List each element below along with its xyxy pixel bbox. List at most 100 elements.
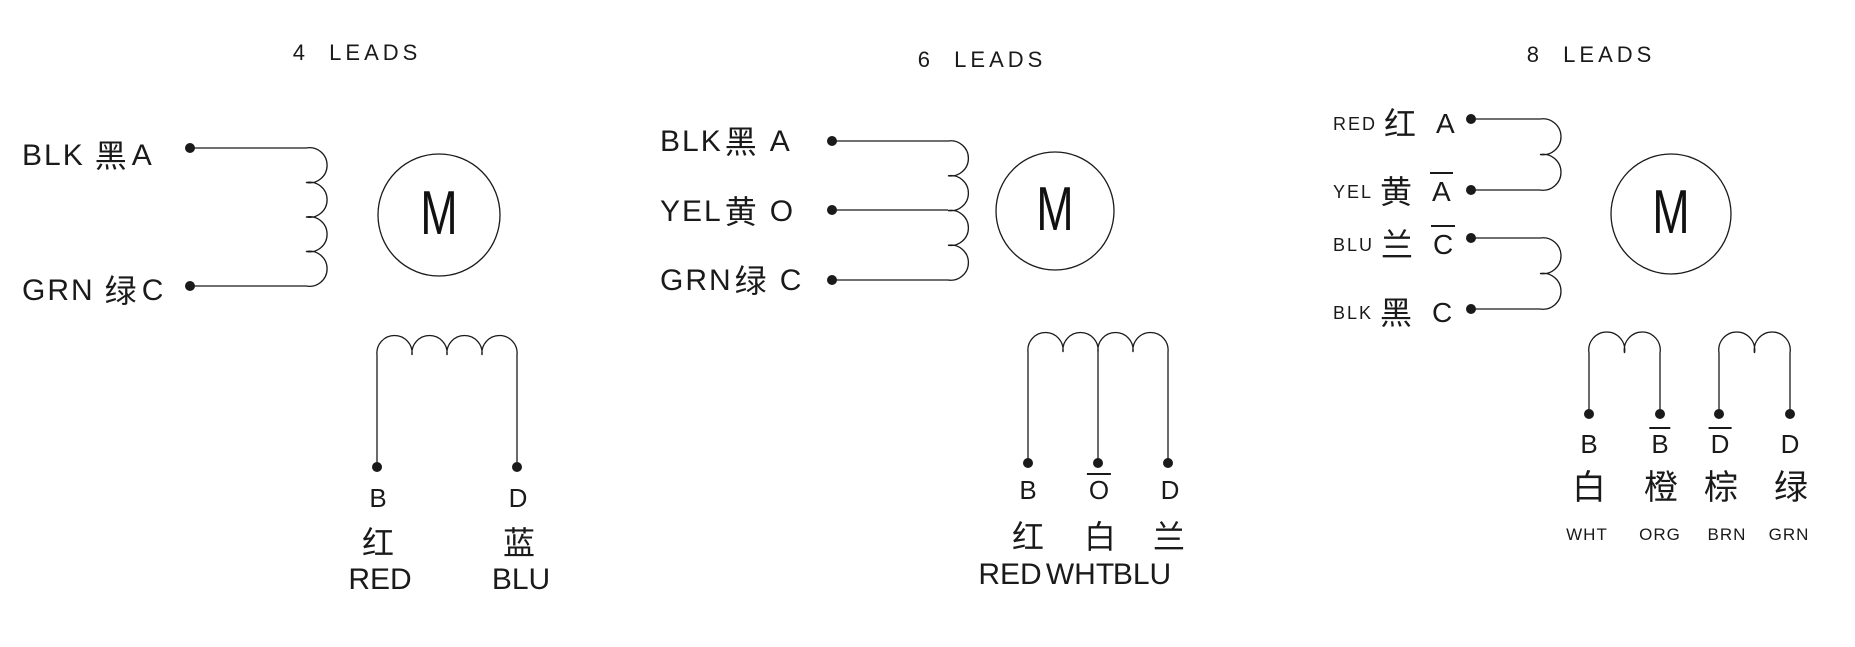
winding-coil-b-8leads [1588,331,1661,411]
lead-color-code: YEL [660,195,723,228]
terminal-dot [827,275,837,285]
diagram-title: 4 LEADS [292,40,422,65]
terminal-dot [1093,458,1103,468]
terminal-dot [185,281,195,291]
winding-coil-a-8leads [1471,118,1562,191]
lead-color-cn: 兰 [1381,227,1414,263]
terminal-letter: B [1649,427,1672,459]
lead-color-cn: 黄 [724,194,757,230]
terminal-dot [1466,114,1476,124]
terminal-letter: B [1580,429,1598,459]
terminal-dot [1163,458,1173,468]
lead-terminal: C [1432,297,1453,328]
terminal-color-code: BRN [1707,525,1747,544]
motor-circle-6leads [995,151,1115,271]
lead-color-code: BLU [1333,234,1375,255]
winding-coil-bd-4leads [376,334,518,463]
lead-terminal: C [779,264,802,297]
terminal-cn: 兰 [1152,519,1186,555]
terminal-dot [1785,409,1795,419]
lead-terminal-overlined: A [1430,172,1453,207]
terminal-letter: D [508,483,528,513]
terminal-cn: 蓝 [502,525,536,561]
terminal-cn: 棕 [1704,470,1738,507]
lead-color-code: RED [1333,113,1378,134]
winding-coil-d-8leads [1718,331,1791,411]
terminal-dot [827,136,837,146]
lead-terminal: C [141,274,164,307]
motor-circle-4leads [377,153,501,277]
terminal-dot [1466,304,1476,314]
diagram-title: 8 LEADS [1526,42,1656,67]
terminal-letter-overlined: D [1708,427,1732,459]
terminal-letter: D [1708,427,1732,459]
terminal-letter: B [369,483,387,513]
terminal-dot [372,462,382,472]
terminal-letter: B [1019,475,1037,505]
lead-color-cn: 红 [1384,106,1417,142]
terminal-color-code: WHT [1566,525,1608,544]
terminal-color-code: BLU [491,563,551,596]
terminal-dot [512,462,522,472]
motor-label: M [1036,174,1074,244]
lead-terminal: A [131,139,152,172]
motor-label: M [1652,177,1690,247]
lead-terminal: A [1436,108,1455,139]
lead-color-cn: 黑 [1380,295,1413,331]
motor-circle-8leads [1610,153,1732,275]
terminal-dot [185,143,195,153]
lead-color-code: BLK [22,139,85,172]
motor-label: M [420,178,458,248]
terminal-dot [1584,409,1594,419]
terminal-letter: D [1780,429,1800,459]
terminal-letter-overlined: B [1649,427,1672,459]
lead-color-cn: 绿 [734,263,767,299]
terminal-dot [1466,185,1476,195]
terminal-letter: O [1086,473,1112,505]
terminal-color-code: RED [348,563,412,596]
lead-color-cn: 黄 [1380,174,1413,210]
terminal-dots [185,114,1795,472]
terminal-dot [1655,409,1665,419]
terminal-dot [1023,458,1033,468]
terminal-cn: 绿 [1774,470,1808,507]
lead-color-code: YEL [1333,181,1374,202]
winding-coil-ac-4leads [190,147,328,287]
lead-color-code: GRN [660,264,733,297]
terminal-color-code: ORG [1639,525,1681,544]
terminal-color-code: WHT [1045,558,1115,591]
terminal-dot [1714,409,1724,419]
terminal-color-code: GRN [1768,525,1810,544]
terminal-dot [1466,233,1476,243]
lead-color-code: BLK [1333,302,1374,323]
diagram-title: 6 LEADS [917,47,1047,72]
terminal-cn: 红 [361,525,395,561]
terminal-color-code: RED [978,558,1042,591]
lead-color-cn: 绿 [104,273,137,309]
terminal-letter: D [1160,475,1180,505]
terminal-letter-overlined: O [1086,473,1112,505]
terminal-dot [827,205,837,215]
lead-color-cn: 黑 [94,138,127,174]
lead-color-code: GRN [22,274,95,307]
terminal-cn: 白 [1572,470,1606,507]
lead-terminal: O [769,195,794,228]
lead-color-cn: 黑 [724,124,757,160]
terminal-cn: 红 [1011,519,1045,555]
terminal-cn: 白 [1083,519,1117,555]
lead-terminal-overlined: C [1431,225,1456,260]
lead-terminal: A [769,125,790,158]
terminal-color-code: BLU [1112,558,1172,591]
terminal-cn: 橙 [1644,470,1678,507]
lead-color-code: BLK [660,125,723,158]
